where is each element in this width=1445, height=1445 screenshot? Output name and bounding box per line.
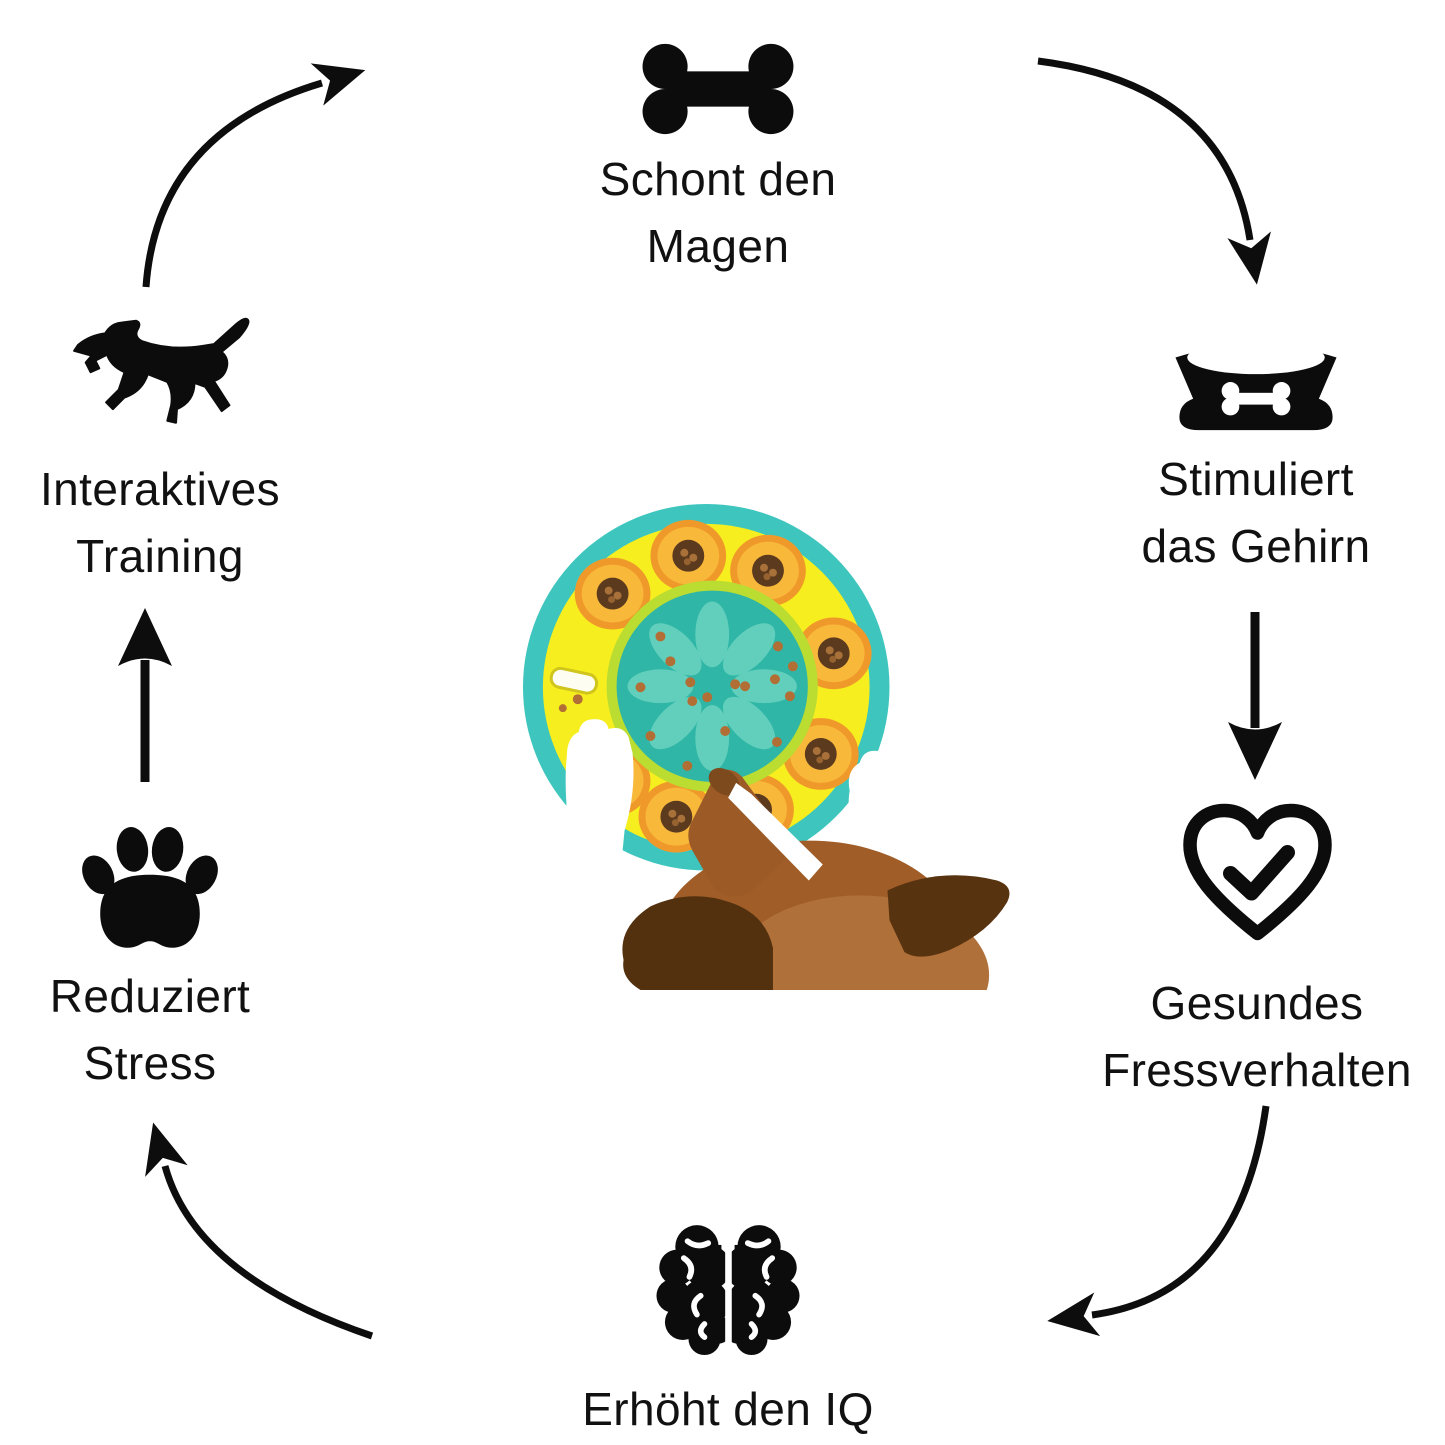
- dog-bowl-icon: [1175, 340, 1337, 431]
- label-line-2: Training: [76, 530, 244, 582]
- label-line-2: das Gehirn: [1141, 520, 1371, 572]
- center-product-image: [520, 492, 1010, 1055]
- puzzle-feeder-dog-illustration: [522, 503, 1010, 1055]
- bone-icon: [642, 43, 794, 135]
- node-label: Erhöht den IQ: [582, 1376, 874, 1443]
- brain-icon: [656, 1216, 800, 1368]
- node-label: Stimuliert das Gehirn: [1141, 446, 1370, 580]
- node-label: Schont den Magen: [600, 146, 837, 280]
- label-line-1: Reduziert: [49, 970, 251, 1022]
- node-erhoeht-den-iq: Erhöht den IQ: [523, 1212, 933, 1443]
- label-line-1: Stimuliert: [1158, 453, 1354, 505]
- label-line-2: Fressverhalten: [1102, 1044, 1412, 1096]
- label-line-1: Schont den: [599, 153, 837, 205]
- arrow-gehirn-to-fressverhalten: [1228, 612, 1282, 780]
- node-stimuliert-das-gehirn: Stimuliert das Gehirn: [1080, 328, 1432, 580]
- arrow-fressverhalten-to-iq: [1047, 1105, 1270, 1337]
- node-label: Gesundes Fressverhalten: [1102, 970, 1412, 1104]
- arrow-iq-to-stress: [145, 1122, 374, 1340]
- arrow-magen-to-gehirn: [1037, 57, 1271, 285]
- node-gesundes-fressverhalten: Gesundes Fressverhalten: [1078, 800, 1436, 1104]
- node-label: Interaktives Training: [40, 456, 280, 590]
- heart-check-icon: [1182, 803, 1332, 941]
- node-interaktives-training: Interaktives Training: [0, 312, 320, 590]
- node-reduziert-stress: Reduziert Stress: [0, 824, 300, 1097]
- label-line-2: Magen: [646, 220, 790, 272]
- label-line-1: Interaktives: [39, 463, 280, 515]
- label-line-2: Stress: [83, 1037, 217, 1089]
- label-line-1: Gesundes: [1150, 977, 1364, 1029]
- arrow-training-to-magen: [142, 63, 366, 288]
- paw-icon: [82, 827, 218, 948]
- label-line-1: Erhöht den IQ: [582, 1383, 874, 1435]
- arrow-stress-to-training: [118, 608, 172, 782]
- dog-icon: [73, 317, 250, 424]
- node-schont-den-magen: Schont den Magen: [518, 40, 918, 280]
- node-label: Reduziert Stress: [50, 963, 250, 1097]
